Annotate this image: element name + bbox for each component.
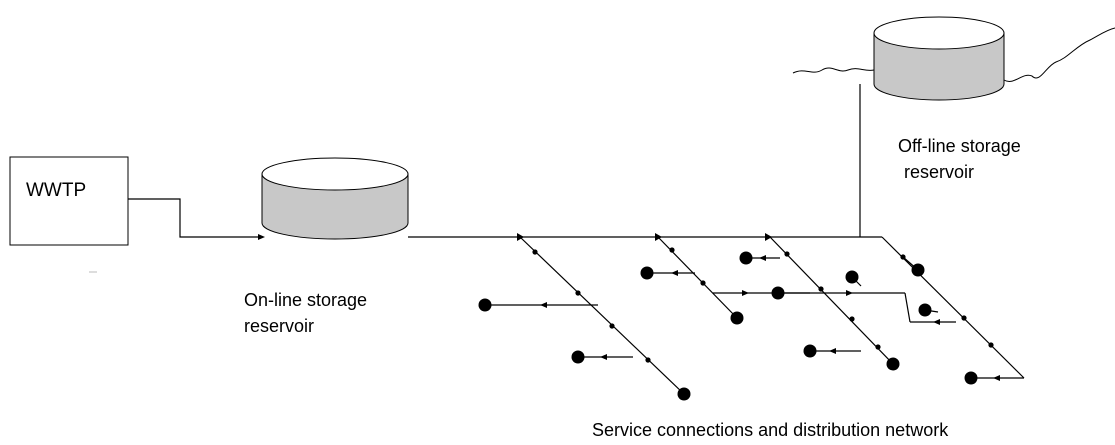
branch-arrow [575, 290, 581, 296]
distribution-network [485, 236, 1025, 395]
branch-arrow [988, 342, 994, 348]
stub-arrow [829, 348, 836, 354]
stub-arrow [742, 290, 749, 296]
online-reservoir-label-line1: On-line storage [244, 290, 368, 310]
service-connections [478, 251, 978, 401]
branch-arrow [645, 357, 651, 363]
network-label-text: Service connections and distribution net… [592, 420, 949, 440]
wwtp-label-text: WWTP [26, 180, 87, 201]
online-reservoir [261, 157, 409, 240]
service-connection-point [739, 251, 753, 265]
service-stub [902, 256, 919, 271]
branch-line [519, 236, 685, 395]
branch-arrow [669, 247, 675, 253]
main-line-arrow [765, 233, 772, 241]
network-flow-arrows [532, 247, 1000, 381]
ground-line-left [792, 67, 875, 74]
service-connection-point [845, 270, 859, 284]
online-reservoir-label: On-line storage reservoir [244, 287, 367, 339]
wwtp-label: WWTP [26, 178, 86, 204]
ground-line-right [1003, 27, 1115, 82]
branch-arrow [609, 323, 615, 329]
service-connection-point [677, 387, 691, 401]
wwtp-outflow-pipe [128, 198, 265, 240]
stub-arrow [600, 354, 607, 360]
stub-arrow [759, 255, 766, 261]
branch-line [881, 236, 1025, 379]
branch-arrow [818, 286, 824, 292]
stub-arrow [933, 319, 940, 325]
branch-arrow [532, 249, 538, 255]
offline-reservoir-label-line2: reservoir [904, 162, 975, 182]
offline-reservoir [873, 16, 1005, 101]
service-connection-point [964, 371, 978, 385]
service-connection-point [771, 286, 785, 300]
branch-arrow [849, 316, 855, 322]
cross-line [904, 292, 911, 323]
branch-arrow [700, 280, 706, 286]
service-connection-point [803, 344, 817, 358]
branch-arrow [875, 344, 881, 350]
online-reservoir-label-line2: reservoir [244, 316, 315, 336]
stub-arrow [993, 375, 1000, 381]
branch-line [769, 236, 894, 365]
offline-reservoir-label-line1: Off-line storage [898, 136, 1021, 156]
service-connection-point [478, 298, 492, 312]
branch-arrow [961, 315, 967, 321]
service-connection-point [918, 303, 932, 317]
stub-arrow [540, 302, 547, 308]
service-connection-point [571, 350, 585, 364]
stub-arrow [846, 290, 853, 296]
wwtp-box [9, 156, 129, 246]
service-connection-point [886, 357, 900, 371]
network-label: Service connections and distribution net… [592, 417, 948, 443]
service-connection-point [730, 311, 744, 325]
offline-reservoir-label: Off-line storage reservoir [898, 133, 1021, 185]
branch-arrow [784, 251, 790, 257]
service-connection-point [640, 266, 654, 280]
stub-arrow [671, 270, 678, 276]
